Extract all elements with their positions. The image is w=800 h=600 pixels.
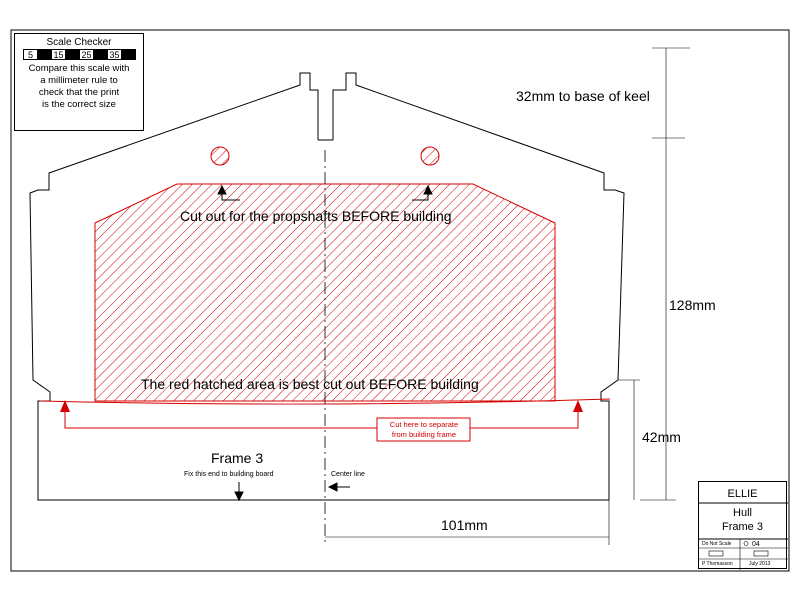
scale-tick: 25 <box>79 50 93 60</box>
fix-end-arrow <box>234 482 244 502</box>
height-label: 128mm <box>669 297 716 313</box>
separation-arrow-right <box>573 400 583 412</box>
center-line-label: Center line <box>331 471 365 478</box>
project-name: ELLIE <box>727 488 758 500</box>
scale-note-line: is the correct size <box>42 99 116 110</box>
height-dimension <box>640 47 690 501</box>
sheet-number: 04 <box>752 541 760 548</box>
title-block: ELLIE Hull Frame 3 Do Not Scale 04 P Tho… <box>698 481 788 570</box>
scale-tick: 35 <box>107 50 121 60</box>
width-label: 101mm <box>441 517 488 533</box>
width-dimension <box>325 500 610 545</box>
frame-outline <box>29 72 625 501</box>
frame-label: Frame 3 <box>211 450 264 466</box>
drawing-date: July 2013 <box>749 561 771 567</box>
scale-checker: Scale Checker 5 10 15 20 25 30 35 40 Com… <box>14 33 144 131</box>
keel-annotation: 32mm to base of keel <box>516 88 650 104</box>
scale-ruler: 5 10 15 20 25 30 35 40 <box>23 49 136 60</box>
separation-guide <box>64 410 579 429</box>
propshaft-hole-left <box>210 146 230 166</box>
base-height-dimension <box>618 379 640 500</box>
scale-tick: 10 <box>37 50 51 60</box>
hatched-area-note: The red hatched area is best cut out BEF… <box>141 376 479 392</box>
scale-tick: 40 <box>121 50 135 60</box>
propshaft-note: Cut out for the propshafts BEFORE buildi… <box>180 208 452 224</box>
propshaft-leader-left <box>217 184 240 201</box>
do-not-scale-label: Do Not Scale <box>702 541 732 547</box>
propshaft-leader-right <box>412 184 433 201</box>
separate-note-line1: Cut here to separate <box>389 420 459 429</box>
part-name-line1: Hull <box>733 507 752 519</box>
title-block-grid <box>699 502 788 570</box>
scale-note-line: a millimeter rule to <box>40 75 118 86</box>
scale-tick: 5 <box>27 50 33 60</box>
separate-note-line2: from building frame <box>391 430 457 439</box>
separation-arrow-left <box>60 400 70 412</box>
scale-checker-title: Scale Checker <box>46 37 112 48</box>
center-line-arrow <box>327 482 350 492</box>
scale-checker-note: Compare this scale with a millimeter rul… <box>15 63 143 111</box>
page-border <box>10 29 790 572</box>
separation-note-box <box>376 417 471 442</box>
scale-tick: 15 <box>51 50 65 60</box>
scale-note-line: check that the print <box>38 87 120 98</box>
base-height-label: 42mm <box>642 429 681 445</box>
fix-end-note: Fix this end to building board <box>184 471 274 478</box>
scale-tick: 30 <box>93 50 107 60</box>
scale-tick: 20 <box>65 50 79 60</box>
propshaft-hole-right <box>420 146 440 166</box>
scale-note-line: Compare this scale with <box>28 63 130 74</box>
part-name-line2: Frame 3 <box>722 521 763 533</box>
author-name: P Thomasson <box>702 561 733 567</box>
